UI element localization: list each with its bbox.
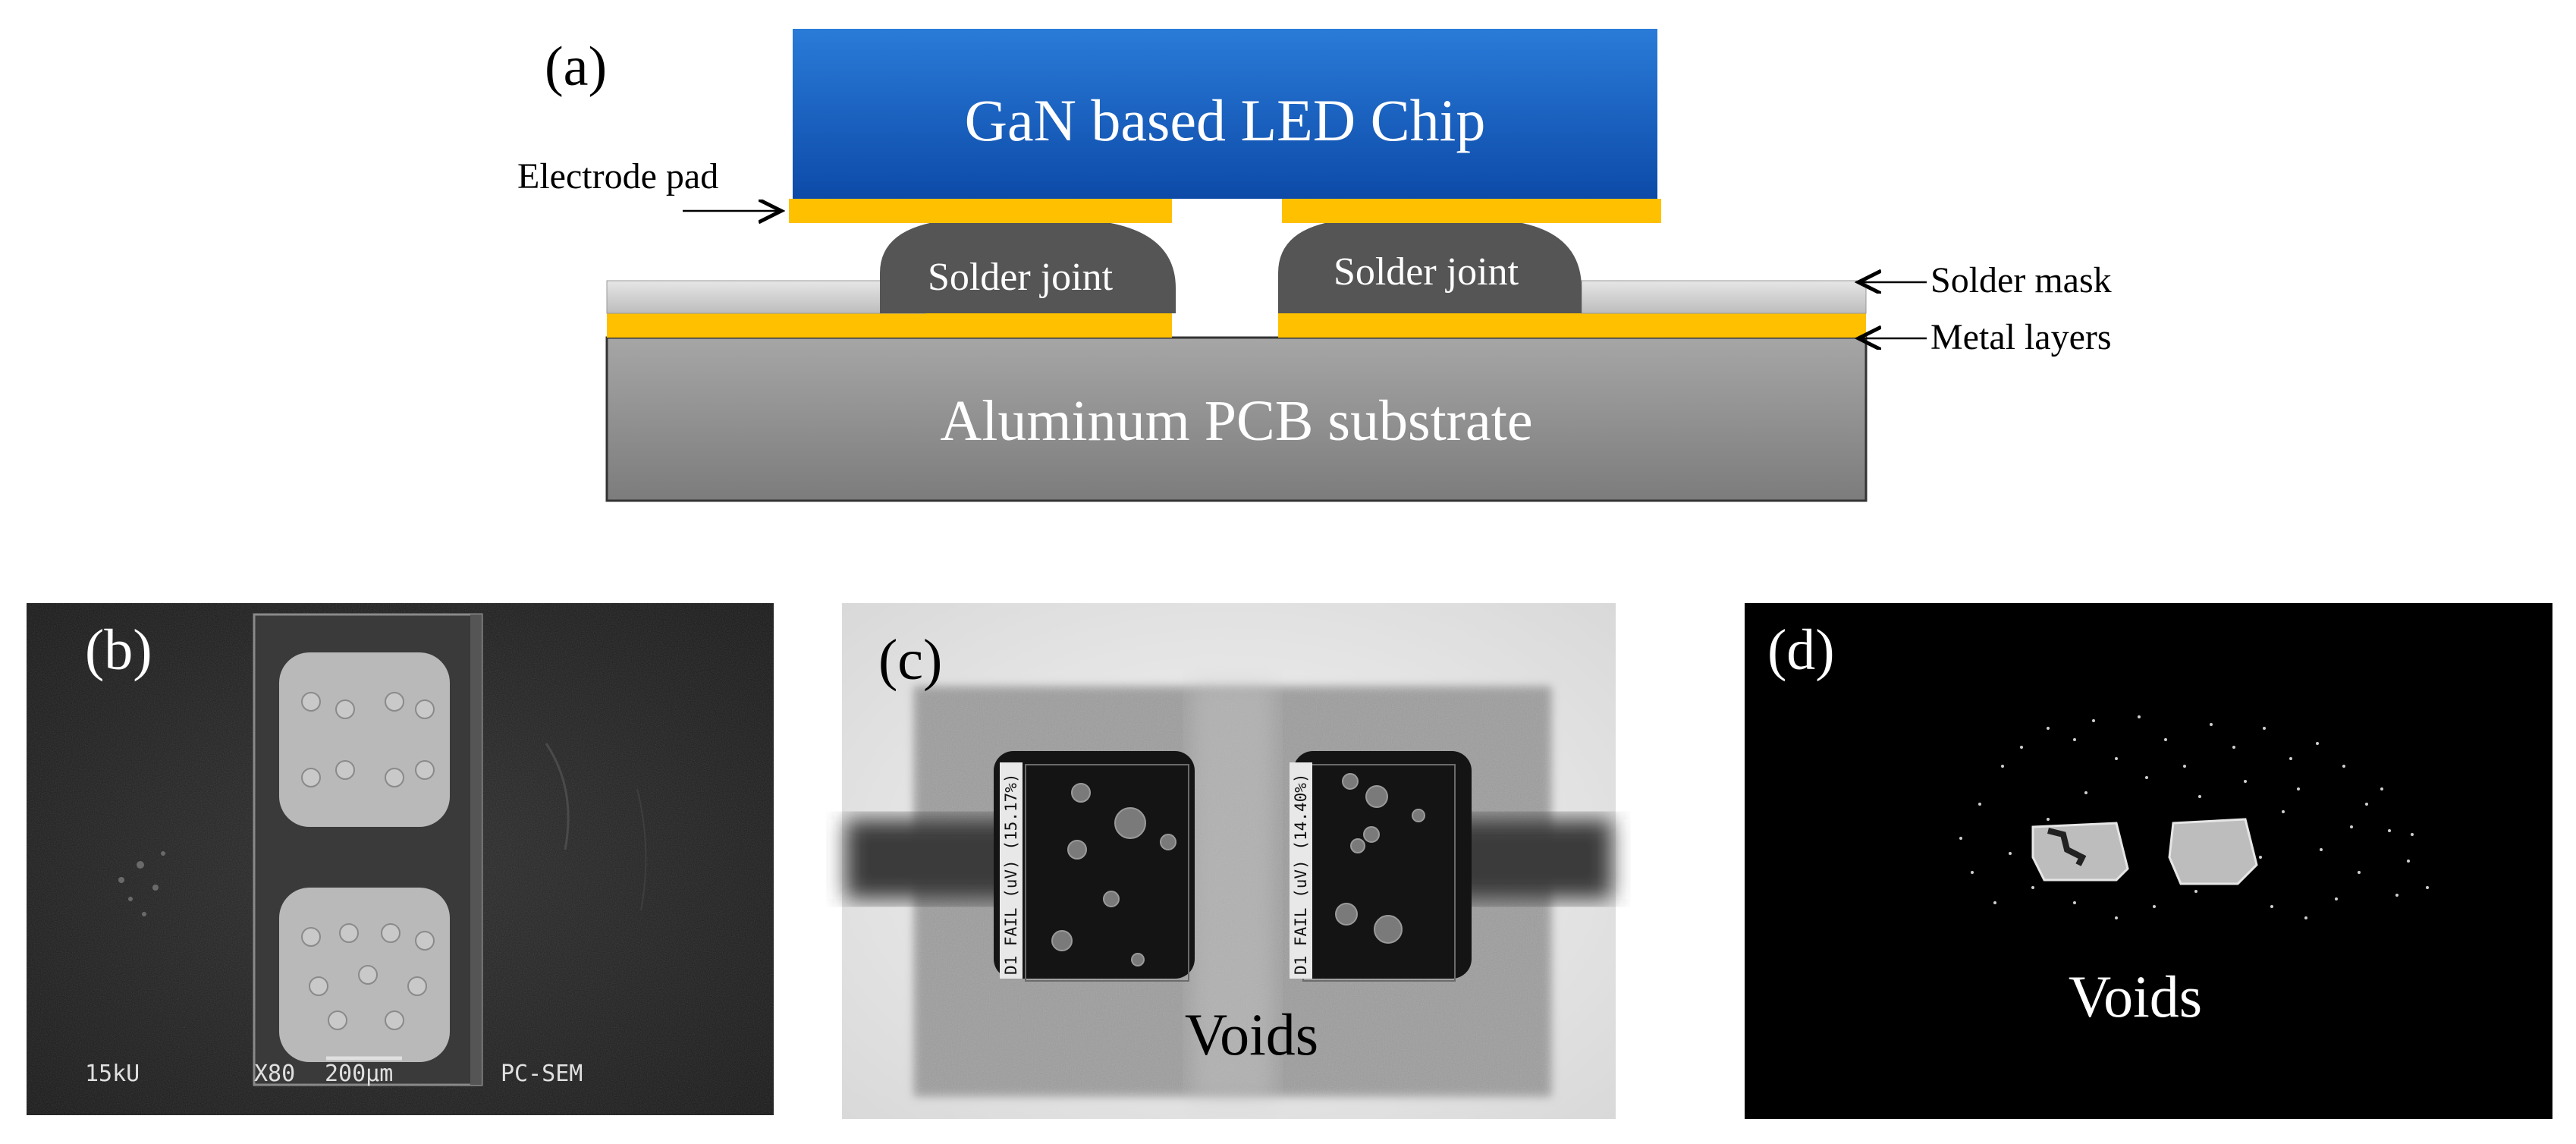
panel-d-voids-label: Voids <box>2069 963 2202 1029</box>
xray-voids-left <box>1051 783 1176 966</box>
solder-joint-left <box>880 220 1176 313</box>
substrate-label: Aluminum PCB substrate <box>940 389 1532 453</box>
sem-voltage: 15kU <box>85 1061 140 1087</box>
electrode-pad-right <box>1282 199 1661 223</box>
xray-left-tag: D1 FAIL (uV) (15.17%) <box>1002 773 1020 975</box>
panel-a-label: (a) <box>545 36 607 98</box>
sem-bumps-bottom <box>301 923 435 1030</box>
xray-voids-right <box>1335 773 1425 944</box>
sem-bumps-top <box>301 692 435 787</box>
xray-right-tag: D1 FAIL (uV) (14.40%) <box>1292 773 1310 975</box>
sem-magnification: X80 <box>254 1061 295 1087</box>
solder-mask-callout: Solder mask <box>1930 260 2112 300</box>
solder-joint-right <box>1278 220 1582 313</box>
void-specks <box>1959 715 2429 919</box>
metal-layers-callout: Metal layers <box>1930 317 2112 357</box>
aluminum-pcb-substrate <box>605 336 1868 502</box>
solder-joint-left-label: Solder joint <box>928 256 1114 299</box>
sem-debris <box>118 743 647 916</box>
gan-led-chip <box>793 29 1657 199</box>
sem-scale: 200µm <box>325 1061 393 1087</box>
panel-d-void-map: (d) Voids <box>1745 603 2552 1119</box>
electrode-pad-left <box>789 199 1172 223</box>
panel-d-label: (d) <box>1767 618 1835 682</box>
sem-tag: PC-SEM <box>501 1061 583 1087</box>
void-block-left <box>2031 822 2129 882</box>
chip-label: GaN based LED Chip <box>965 87 1486 153</box>
solder-mask-left <box>606 280 926 314</box>
panel-b-sem-image: (b) 15kU X80 200µm PC-SEM <box>27 603 774 1115</box>
electrode-pad-callout: Electrode pad <box>517 156 718 196</box>
metal-layer-left <box>607 313 1172 338</box>
void-block-right <box>2168 818 2258 885</box>
metal-layer-right <box>1278 313 1866 338</box>
panel-c-xray-image: D1 FAIL (uV) (15.17%) D1 FAIL (uV) (14.4… <box>842 603 1616 1119</box>
panel-b-label: (b) <box>85 618 152 682</box>
xray-pad-left <box>994 751 1195 979</box>
panel-c-label: (c) <box>878 628 942 692</box>
void-map-background <box>1745 603 2552 1119</box>
panel-c-voids-label: Voids <box>1185 1001 1318 1067</box>
sem-pad-top <box>279 652 450 827</box>
panel-a-cross-section: (a) Aluminum PCB substrate Solder joint … <box>517 29 2112 502</box>
xray-pad-right <box>1293 751 1472 979</box>
solder-joint-right-label: Solder joint <box>1334 250 1519 294</box>
solder-mask-right <box>1581 280 1867 314</box>
